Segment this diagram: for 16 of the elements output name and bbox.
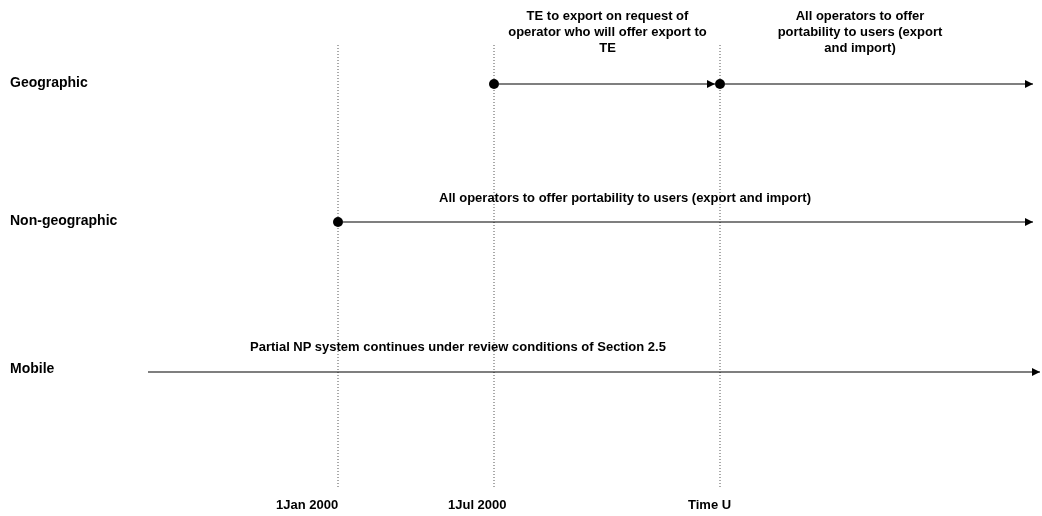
timeline-dot xyxy=(489,79,499,89)
note: Partial NP system continues under review conditions of Section 2.5 xyxy=(250,339,666,355)
arrow xyxy=(342,218,1034,226)
row-label: Mobile xyxy=(10,360,55,376)
date-label: 1Jul 2000 xyxy=(448,497,507,513)
edge-label: All operators to offer portability to users (export and import) xyxy=(438,190,812,206)
timeline-dot xyxy=(333,217,343,227)
date-label: Time U xyxy=(688,497,732,513)
arrow xyxy=(724,80,1034,88)
row-label: Geographic xyxy=(10,74,88,90)
row-label: Non-geographic xyxy=(10,212,118,228)
edge-label: TE to export on request of operator who will offer export to TE xyxy=(507,8,708,56)
date-label: 1Jan 2000 xyxy=(276,497,339,513)
timeline-dot xyxy=(715,79,725,89)
arrow xyxy=(498,80,716,88)
edge-label: All operators to offer portability to users (export and import) xyxy=(776,8,944,56)
